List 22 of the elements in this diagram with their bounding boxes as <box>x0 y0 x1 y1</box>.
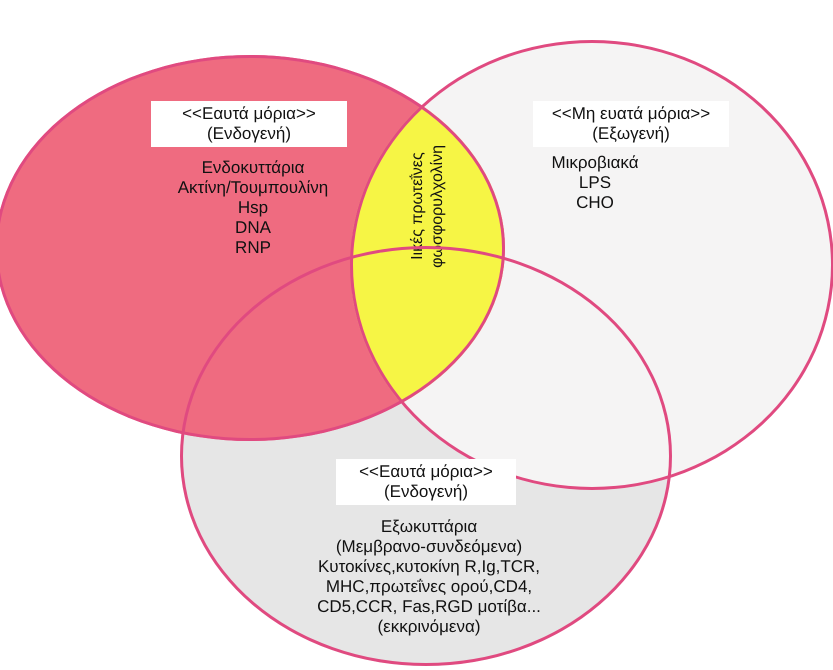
item-text: (Μεμβρανο-συνδεόμενα) <box>334 537 524 557</box>
item-text: Ακτίνη/Τουμπουλίνη <box>176 178 330 198</box>
heading-box <box>151 101 347 147</box>
item-text: RNP <box>234 238 272 258</box>
item-text: CHO <box>575 193 615 213</box>
heading-text: <<Μη ευατά μόρια>> <box>550 104 712 124</box>
item-text: (εκκρινόμενα) <box>376 617 482 637</box>
circle-outline <box>0 55 505 441</box>
item-text: Εξωκυττάρια <box>380 517 478 537</box>
item-text: LPS <box>578 173 612 193</box>
lens-text: φωσφορυλχολίνη <box>428 144 447 268</box>
heading-text: (Ενδογενή) <box>382 482 470 502</box>
item-text: DNA <box>234 218 272 238</box>
item-text: Ενδοκυττάρια <box>200 158 306 178</box>
item-text: Κυτοκίνες,κυτοκίνη R,Ig,TCR, MHC,πρωτεΐνες ορού,CD4, CD5,CCR, Fas,RGD μοτίβα... <box>316 557 542 617</box>
item-text: Hsp <box>236 198 270 218</box>
heading-text: (Ενδογενή) <box>206 124 292 144</box>
heading-text: (Εξωγενή) <box>591 124 671 144</box>
heading-box <box>336 459 516 505</box>
item-text: Μικροβιακά <box>550 153 640 173</box>
heading-text: <<Εαυτά μόρια>> <box>181 104 317 124</box>
heading-text: <<Εαυτά μόρια>> <box>358 462 494 482</box>
